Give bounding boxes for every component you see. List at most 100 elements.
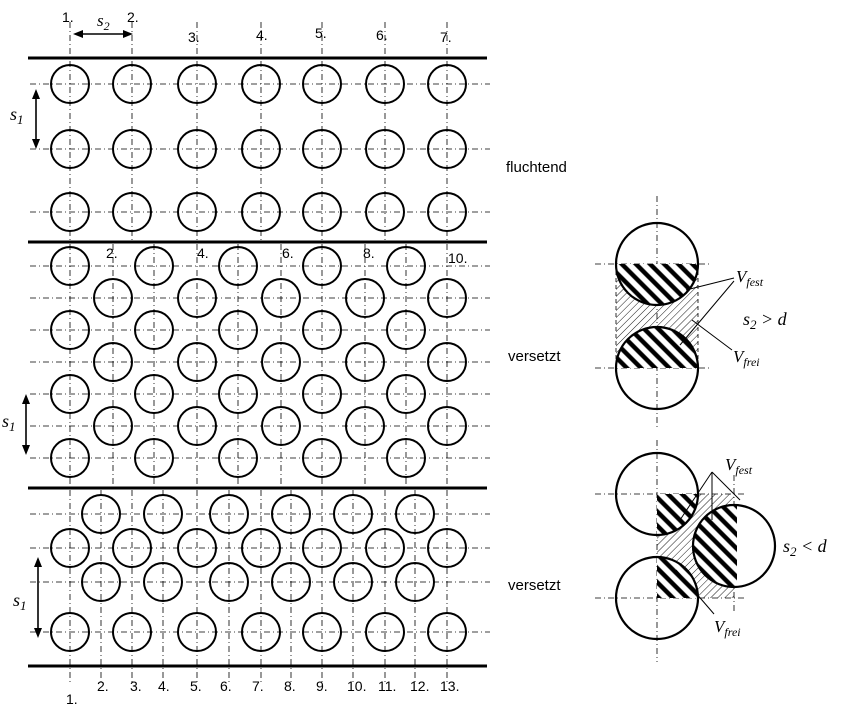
tube-c <box>614 555 700 641</box>
bot-col-num: 5. <box>190 678 202 694</box>
svg-text:s1: s1 <box>2 411 16 434</box>
condition-label-1: s2 > d <box>743 309 788 332</box>
top-col-num: 5. <box>315 25 327 41</box>
tube-staggered-dense <box>427 612 467 652</box>
s1-dimension-top: s1 <box>10 89 40 149</box>
tube-staggered-dense <box>241 528 281 568</box>
tube-staggered <box>386 246 426 286</box>
tube-staggered-dense <box>50 528 90 568</box>
mid-col-num: 8. <box>363 245 375 261</box>
tube-inline <box>427 64 467 104</box>
s1-dimension-middle: s1 <box>2 394 30 455</box>
tube-staggered <box>345 406 385 446</box>
tube-inline <box>112 64 152 104</box>
tube-staggered <box>427 278 467 318</box>
tube-staggered-dense <box>302 528 342 568</box>
tube-staggered <box>302 438 342 478</box>
tube-staggered <box>302 246 342 286</box>
tube-inline <box>241 192 281 232</box>
bot-col-num: 13. <box>440 678 459 694</box>
tube-staggered <box>218 438 258 478</box>
tube-staggered-dense <box>365 612 405 652</box>
tube-staggered-dense <box>395 494 435 534</box>
tube-staggered <box>134 438 174 478</box>
top-col-num: 2. <box>127 9 139 25</box>
tube-inline <box>177 64 217 104</box>
tube-staggered-dense <box>427 528 467 568</box>
tube-lower <box>614 325 700 411</box>
svg-text:s1: s1 <box>13 590 27 613</box>
tube-inline <box>241 129 281 169</box>
tube-staggered <box>302 374 342 414</box>
tube-staggered <box>93 278 133 318</box>
tube-staggered-dense <box>209 562 249 602</box>
tube-inline <box>50 64 90 104</box>
tube-staggered <box>218 246 258 286</box>
tube-inline <box>50 129 90 169</box>
top-col-num: 1. <box>62 9 74 25</box>
tube-staggered <box>134 246 174 286</box>
tube-inline <box>427 129 467 169</box>
tube-staggered-dense <box>112 612 152 652</box>
tube-inline <box>427 192 467 232</box>
tube-staggered-dense <box>302 612 342 652</box>
bot-col-num: 10. <box>347 678 366 694</box>
tube-inline <box>112 192 152 232</box>
tube-arrangements <box>30 22 490 684</box>
tube-staggered <box>50 310 90 350</box>
bot-col-num: 11. <box>378 678 396 694</box>
tube-staggered-dense <box>395 562 435 602</box>
tube-inline <box>365 129 405 169</box>
tube-inline <box>302 129 342 169</box>
top-col-num: 6. <box>376 27 388 43</box>
v-frei-label-2: Vfrei <box>714 617 741 639</box>
tube-staggered <box>134 310 174 350</box>
tube-inline <box>302 192 342 232</box>
tube-staggered <box>345 342 385 382</box>
tube-inline <box>302 64 342 104</box>
tube-staggered-dense <box>112 528 152 568</box>
tube-inline <box>50 192 90 232</box>
mid-col-num: 6. <box>282 245 294 261</box>
s2-dimension: s2 <box>73 11 133 38</box>
tube-staggered <box>177 406 217 446</box>
tube-staggered <box>50 246 90 286</box>
tube-staggered <box>261 406 301 446</box>
tube-staggered-dense <box>50 612 90 652</box>
tube-b <box>691 503 777 589</box>
tube-inline <box>177 129 217 169</box>
bottom-column-numbers: 1. 2. 3. 4. 5. 6. 7. 8. 9. 10. 11. 12. 1… <box>66 678 459 707</box>
bot-col-num: 9. <box>316 678 328 694</box>
tube-staggered-dense <box>143 562 183 602</box>
mid-col-num: 10. <box>448 250 467 266</box>
tube-staggered <box>386 310 426 350</box>
bot-col-num: 1. <box>66 691 78 707</box>
tube-a <box>614 451 700 537</box>
tube-staggered-dense <box>333 562 373 602</box>
bot-col-num: 4. <box>158 678 170 694</box>
label-fluchtend: fluchtend <box>506 159 567 176</box>
tube-staggered <box>218 374 258 414</box>
tube-staggered <box>218 310 258 350</box>
tube-staggered <box>177 278 217 318</box>
tube-staggered-dense <box>271 494 311 534</box>
detail-s2-greater-d: Vfest s2 > d Vfrei <box>595 196 788 428</box>
detail-s2-less-d: Vfest s2 < d Vfrei <box>595 440 828 662</box>
middle-column-numbers: 2. 4. 6. 8. 10. <box>106 245 467 266</box>
svg-text:s2: s2 <box>97 11 110 33</box>
tube-staggered-dense <box>81 562 121 602</box>
tube-staggered <box>93 342 133 382</box>
tube-staggered <box>177 342 217 382</box>
tube-upper <box>614 221 700 307</box>
tube-staggered <box>134 374 174 414</box>
v-fest-label-2: Vfest <box>725 455 753 477</box>
condition-label-2: s2 < d <box>783 536 828 559</box>
bot-col-num: 6. <box>220 678 232 694</box>
tube-staggered <box>93 406 133 446</box>
tube-inline <box>365 192 405 232</box>
v-fest-label-1: Vfest <box>736 267 764 289</box>
mid-col-num: 2. <box>106 245 118 261</box>
label-versetzt-1: versetzt <box>508 348 561 365</box>
tube-inline <box>177 192 217 232</box>
